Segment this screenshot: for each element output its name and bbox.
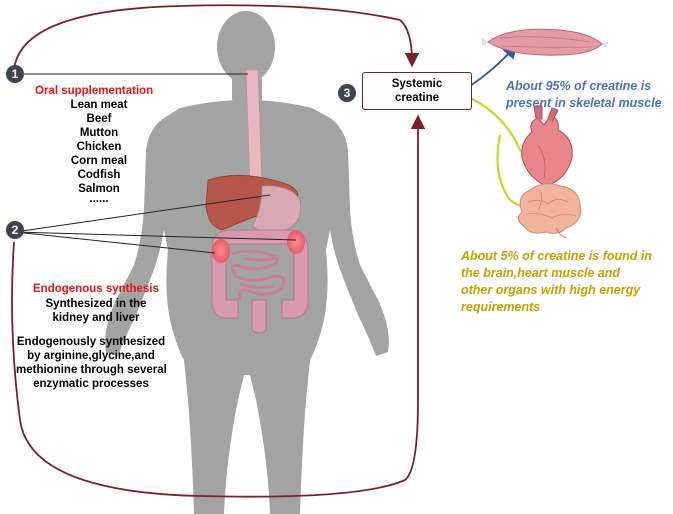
right-kidney xyxy=(287,230,305,254)
rectum xyxy=(251,299,267,334)
synthesis-description-line-4: enzymatic processes xyxy=(33,378,149,390)
skeletal-muscle-note-line-1: About 95% of creatine is xyxy=(506,79,652,93)
food-item: Mutton xyxy=(79,127,119,139)
food-item: Beef xyxy=(86,113,112,125)
synthesis-description-line-2: by arginine,glycine,and xyxy=(27,350,155,362)
other-organs-note-line-2: the brain,heart muscle and xyxy=(461,266,621,280)
liver-pointer-line xyxy=(14,194,271,233)
synthesis-location-line-1: Synthesized in the xyxy=(45,298,147,310)
left-kidney xyxy=(212,239,230,263)
skeletal-muscle-note: About 95% of creatine is present in skel… xyxy=(506,78,662,112)
skeletal-muscle-note-line-2: present in skeletal muscle xyxy=(506,96,662,110)
muscle-arrow xyxy=(469,44,518,87)
synthesis-to-systemic-arrow xyxy=(11,114,426,498)
small-intestine xyxy=(230,249,285,301)
other-organs-note-line-3: other organs with high energy xyxy=(461,283,641,297)
synthesis-location-line-2: kidney and liver xyxy=(52,312,140,324)
food-item: Chicken xyxy=(76,141,122,153)
step-1-badge: 1 xyxy=(6,65,24,83)
systemic-label-line-1: Systemic xyxy=(391,78,443,90)
other-organs-note: About 5% of creatine is found in the bra… xyxy=(461,248,652,316)
kidney-pointer-line-left xyxy=(14,231,216,254)
synthesis-description-line-3: methionine through several xyxy=(16,364,167,376)
synthesis-description-line-1: Endogenously synthesized xyxy=(16,336,166,348)
food-item: Codfish xyxy=(77,169,121,181)
oral-supplementation-heading: Oral supplementation xyxy=(35,85,154,97)
systemic-label-line-2: creatine xyxy=(394,92,440,104)
food-item: Lean meat xyxy=(70,99,128,111)
oral-to-systemic-arrow xyxy=(13,4,420,71)
endogenous-synthesis-heading: Endogenous synthesis xyxy=(33,283,159,295)
systemic-creatine-box: Systemic creatine xyxy=(362,72,472,110)
food-item: Corn meal xyxy=(70,155,128,167)
skeletal-muscle-illustration xyxy=(481,28,609,56)
kidney-pointer-line-right xyxy=(14,231,297,241)
brain-illustration xyxy=(518,183,582,239)
food-item: ...... xyxy=(89,193,109,205)
other-organs-note-line-1: About 5% of creatine is found in xyxy=(461,249,652,263)
step-3-badge: 3 xyxy=(338,84,356,102)
other-organs-note-line-4: requirements xyxy=(461,300,541,314)
step-2-badge: 2 xyxy=(6,221,24,239)
food-item: Salmon xyxy=(78,183,120,195)
heart-illustration xyxy=(521,105,573,187)
